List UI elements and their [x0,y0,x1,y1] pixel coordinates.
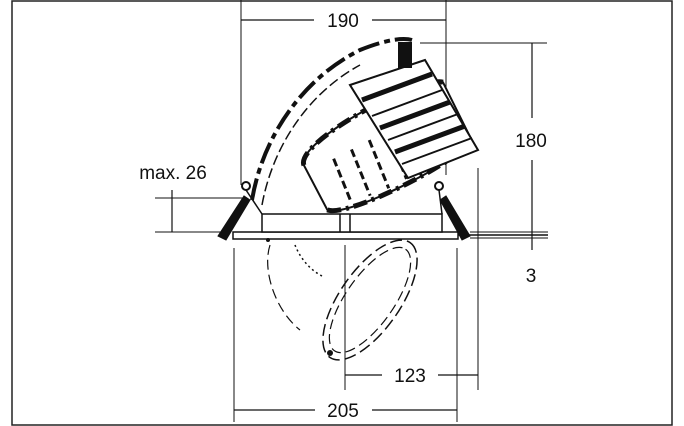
dim-label-205: 205 [327,401,359,422]
heat-sink [348,42,480,180]
dimension-123: 123 [344,168,479,390]
dim-label-max-26: max. 26 [139,163,207,184]
dimension-3: 3 [470,231,548,287]
swivel-arc [250,37,413,201]
dim-label-123: 123 [394,366,426,387]
left-spring-clip [217,195,251,241]
luminaire-drawing [217,37,548,361]
drawing-frame [11,0,673,426]
dimension-205: 205 [233,248,458,422]
dimension-190: 190 [240,0,447,185]
dimension-max-26: max. 26 [139,163,245,233]
mounting-frame [261,213,443,233]
dim-label-190: 190 [327,11,359,32]
dim-label-3: 3 [526,266,537,287]
trim-ring [232,231,459,240]
dim-label-180: 180 [515,131,547,152]
lower-swivel-position [266,238,418,361]
